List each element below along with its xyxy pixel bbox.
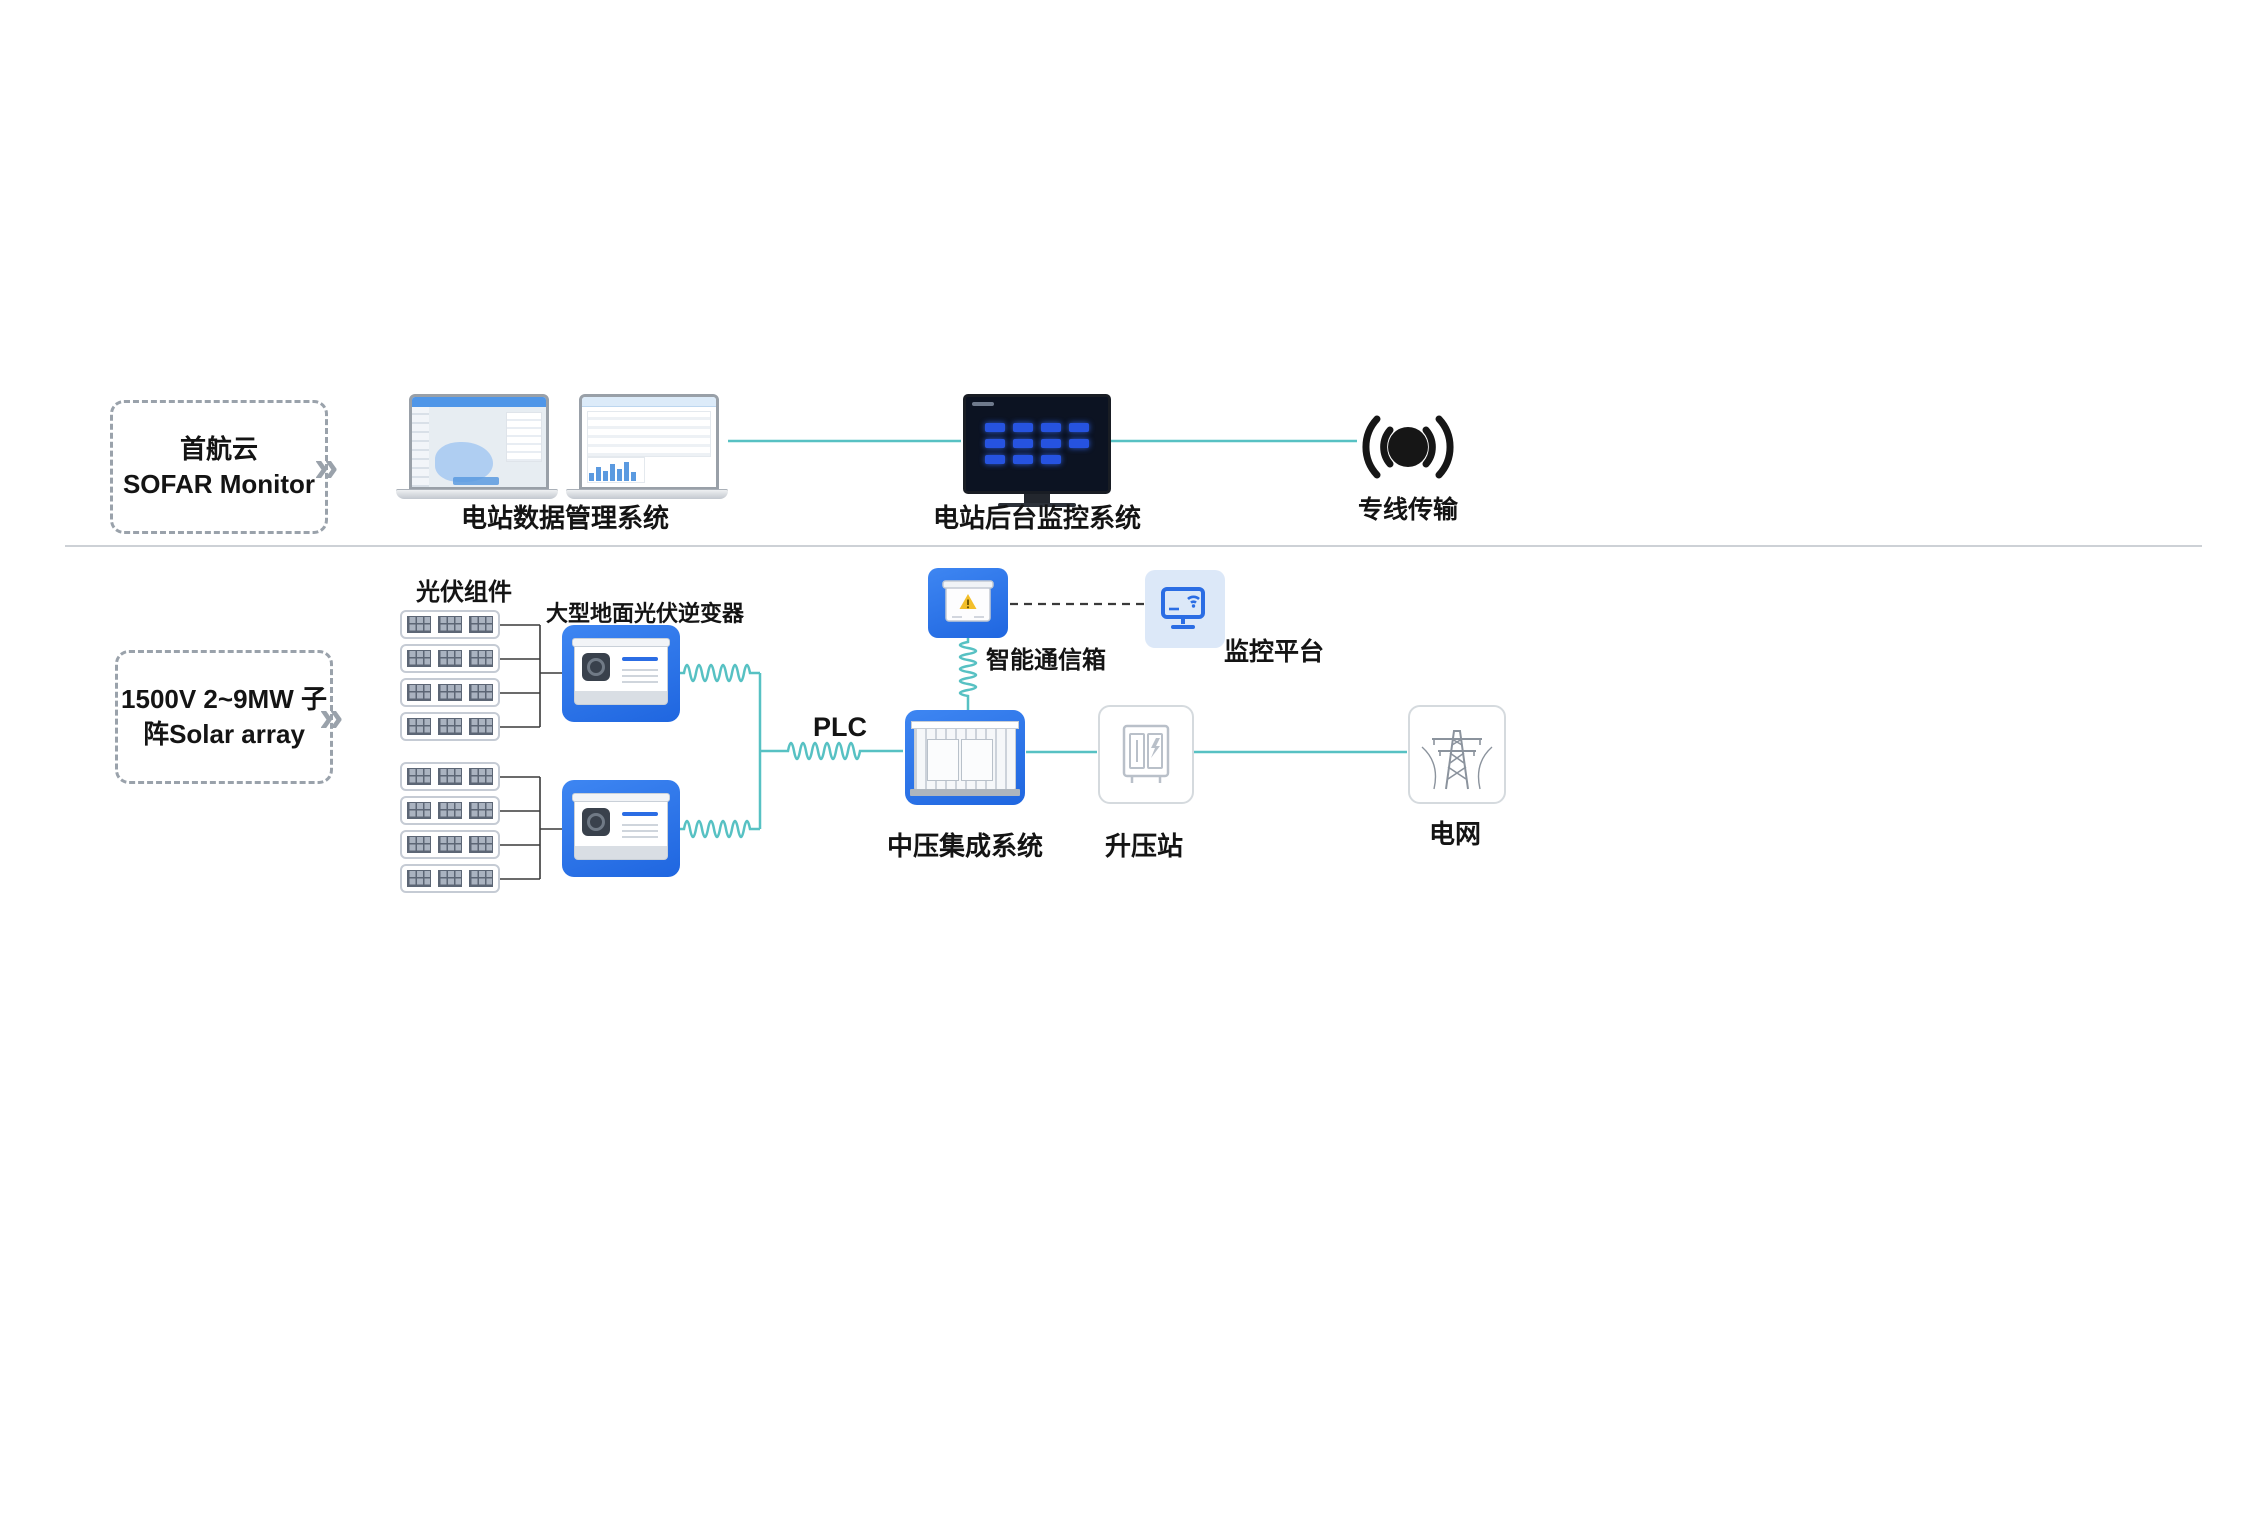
solar-panel-icon [407,718,431,735]
smart-comm-tile [928,568,1008,638]
solar-panel-icon [438,684,462,701]
solar-panel-row [400,644,500,673]
solar-panel-icon [438,768,462,785]
power-grid-tile [1408,705,1506,804]
laptop-screen-table [579,394,719,489]
solar-panel-row [400,712,500,741]
coil-inverter2 [680,819,760,839]
solar-panel-icon [469,802,493,819]
solar-panel-icon [407,616,431,633]
dedicated-transmission-label: 专线传输 [1357,496,1458,524]
coil-inverter1 [680,663,760,683]
plc-label: PLC [813,712,867,742]
map-side-panel [506,412,542,462]
laptop-screen-sidebar [412,407,430,487]
solar-panel-icon [407,836,431,853]
booster-cabinet-icon [1122,724,1170,783]
sofar-cloud-line1: 首航云 [179,433,258,464]
solar-panel-icon [469,870,493,887]
solar-panel-icon [438,616,462,633]
laptop-screen-table-rows [587,411,711,457]
solar-panel-icon [407,802,431,819]
solar-panel-icon [469,836,493,853]
coil-plc [760,741,903,761]
solar-array-line1: 1500V 2~9MW 子 [121,683,327,714]
monitoring-platform-label: 监控平台 [1224,638,1325,666]
inverter-device-icon [572,637,670,705]
laptop-screen-map-area [429,407,546,487]
sofar-cloud-line2: SOFAR Monitor [122,469,316,499]
pv-group1-connectors [500,624,562,728]
ground-inverter-label: 大型地面光伏逆变器 [546,601,745,626]
laptop-screen-header [582,397,716,407]
monitor-screen [963,394,1111,494]
solar-panel-icon [407,768,431,785]
laptop-data-management-2 [566,394,728,499]
solar-panel-icon [407,650,431,667]
monitor-button-grid [985,423,1089,464]
pv-group2-connectors [500,776,562,880]
mv-integration-tile [905,710,1025,805]
backend-monitoring-label: 电站后台监控系统 [932,503,1141,533]
solar-panel-icon [438,718,462,735]
monitor-logo [972,402,994,406]
laptop-screen-header [412,397,546,407]
solar-panel-icon [469,650,493,667]
solar-panel-row [400,762,500,791]
inverter-device-icon [572,792,670,860]
solar-panel-icon [469,684,493,701]
laptop-data-management-1 [396,394,558,499]
solar-panel-row [400,678,500,707]
monitor-wifi-icon [1161,587,1205,629]
sofar-cloud-box: 首航云 SOFAR Monitor [110,400,328,534]
solar-panel-icon [469,718,493,735]
chevron-right-icon: » [319,692,344,741]
booster-station-tile [1098,705,1194,804]
transmission-tower-icon [1421,729,1493,789]
coil-commbox-to-mv [958,638,978,710]
booster-station-label: 升压站 [1104,831,1183,861]
laptop-screen-map [409,394,549,489]
chevron-right-icon: » [314,442,339,491]
solar-array-line2: 阵Solar array [143,719,305,749]
solar-panel-icon [469,616,493,633]
solar-panel-icon [438,650,462,667]
backend-monitor [963,394,1111,507]
monitoring-platform-tile [1145,570,1225,648]
smart-comm-box-label: 智能通信箱 [986,647,1106,674]
monitor-foot [998,503,1076,507]
wireless-transmission-icon [1362,415,1454,479]
laptop-base [566,489,728,499]
inverter-tile-1 [562,625,680,722]
solar-panel-row [400,830,500,859]
solar-panel-row [400,610,500,639]
data-management-label: 电站数据管理系统 [460,503,669,533]
mv-integration-label: 中压集成系统 [886,831,1043,861]
section-divider [65,545,2202,547]
comm-box-device-icon [942,580,994,622]
power-grid-label: 电网 [1428,819,1481,849]
solar-array-box: 1500V 2~9MW 子 阵Solar array [115,650,333,784]
laptop-screen-mini-chart [587,457,645,483]
map-stats-bar [453,477,499,485]
monitor-stand [1024,494,1050,503]
laptop-base [396,489,558,499]
solar-panel-icon [407,684,431,701]
map-region-shape [435,442,493,482]
container-device-icon [910,720,1020,796]
solar-panel-icon [407,870,431,887]
inverter-tile-2 [562,780,680,877]
solar-panel-row [400,864,500,893]
solar-panel-row [400,796,500,825]
pv-modules-label: 光伏组件 [416,579,512,606]
solar-panel-icon [438,870,462,887]
solar-panel-icon [438,836,462,853]
solar-panel-icon [469,768,493,785]
solar-panel-icon [438,802,462,819]
